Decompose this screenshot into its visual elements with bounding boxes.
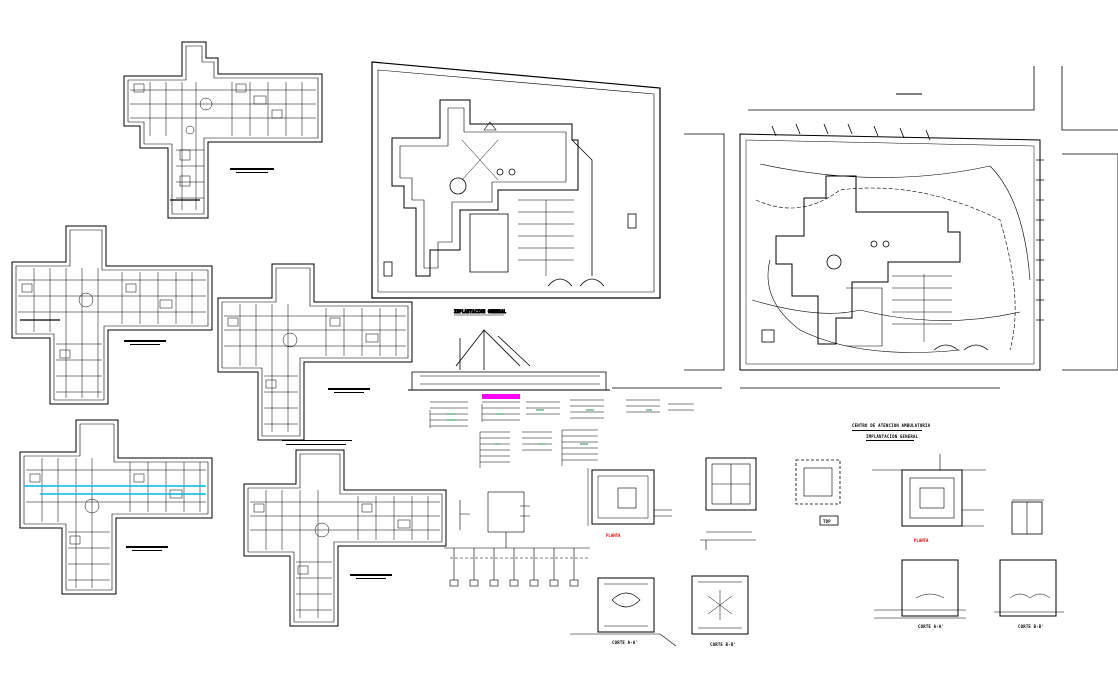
title-block-right: CENTRO DE ATENCION AMBULATORIA IMPLANTAC… [852, 423, 931, 441]
site-plan-right-title: IMPLANTACION GENERAL [866, 434, 919, 439]
detail-planta-caption: PLANTA [606, 533, 621, 538]
section-a-caption: CORTE A-A' [612, 640, 638, 645]
floor-plan-4 [19, 419, 213, 595]
floor-plan-2-title [124, 340, 166, 345]
detail-door-right [1011, 499, 1044, 535]
detail-section-a-right [874, 559, 966, 619]
center-heading: CENTRO DE ATENCION AMBULATORIA [852, 423, 931, 428]
site-plan [371, 61, 661, 299]
site-plan-right [684, 66, 1118, 371]
elevation: IMPLANTACION GENERAL [408, 309, 610, 399]
detail-planta-room [587, 468, 672, 526]
floor-plan-4-highlight [24, 485, 206, 495]
floor-plan-4-title [126, 546, 168, 551]
detail-planta-right [872, 454, 986, 527]
section-a-right-caption: CORTE A-A' [918, 624, 944, 629]
floor-plan-5 [243, 449, 447, 627]
floor-plan-3 [217, 263, 413, 441]
floor-plan-3-title [282, 388, 370, 445]
detail-tdp-caption: TDP [823, 519, 831, 524]
detail-section-b-right [994, 559, 1064, 617]
floor-plan-1 [123, 41, 323, 219]
schedule-green-marks [446, 409, 652, 445]
detail-section-a [570, 577, 677, 647]
elevation-color-marker [482, 394, 520, 399]
floor-plan-2 [11, 225, 213, 405]
section-b-caption: CORTE B-B' [710, 642, 736, 647]
detail-window [700, 457, 757, 550]
section-b-right-caption: CORTE B-B' [1018, 624, 1044, 629]
floor-plan-1-title [230, 168, 274, 173]
detail-tdp [795, 459, 841, 526]
detail-planta-right-caption: PLANTA [914, 538, 929, 543]
floor-plan-5-title [350, 574, 392, 579]
site-plan-title: IMPLANTACION GENERAL [454, 309, 507, 314]
schedule-blocks [429, 399, 694, 468]
single-line-diagram [444, 491, 590, 587]
detail-section-b [691, 575, 749, 635]
